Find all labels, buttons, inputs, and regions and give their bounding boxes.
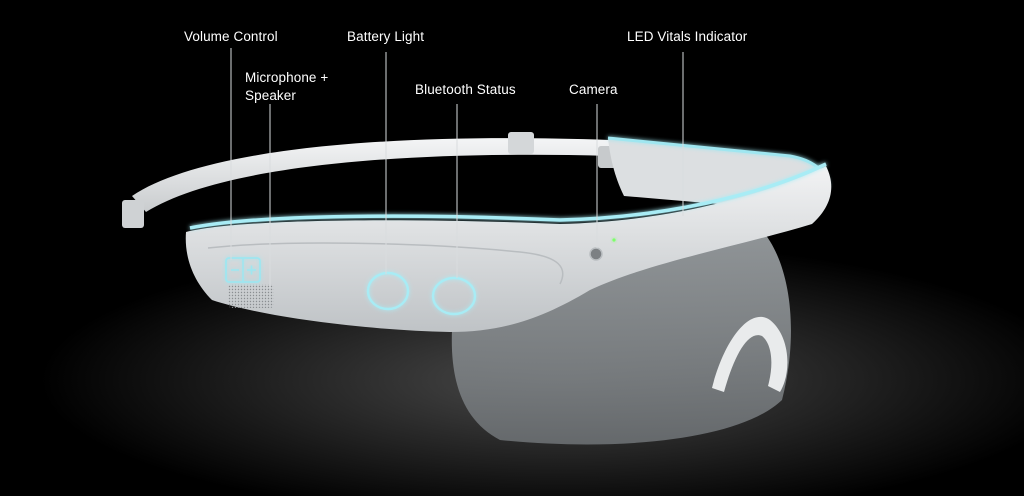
label-led-vitals-indicator: LED Vitals Indicator <box>627 29 748 44</box>
led-vitals-dot <box>612 238 616 242</box>
speaker-grille <box>228 284 274 308</box>
leader-lines <box>230 48 684 288</box>
label-battery-light: Battery Light <box>347 29 425 44</box>
battery-light-ring <box>366 271 410 311</box>
frame-top-glow <box>189 162 827 230</box>
frame-bevel <box>207 242 564 285</box>
label-camera: Camera <box>569 82 618 97</box>
bluetooth-status-ring <box>431 276 477 316</box>
lens-shield <box>451 228 791 445</box>
strap-clip-left <box>122 200 144 228</box>
label-microphone-speaker-line2: Speaker <box>245 88 296 103</box>
label-volume-control: Volume Control <box>184 29 278 44</box>
front-frame <box>185 166 832 332</box>
strap-clip-top <box>508 132 534 154</box>
headband <box>132 138 610 212</box>
camera-lens <box>589 247 603 261</box>
nose-bridge <box>712 316 788 392</box>
label-microphone-speaker-line1: Microphone + <box>245 70 329 85</box>
volume-control-pad <box>225 257 261 283</box>
label-bluetooth-status: Bluetooth Status <box>415 82 516 97</box>
